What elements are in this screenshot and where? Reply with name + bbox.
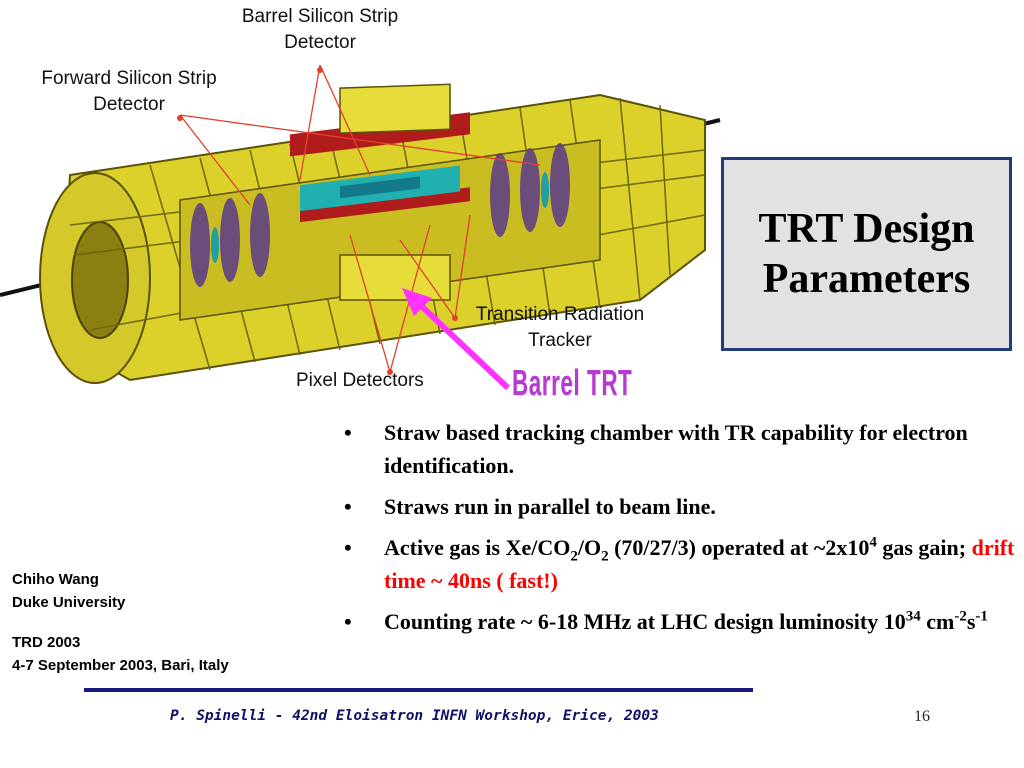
callout-lines xyxy=(179,64,541,373)
trt-label-line1: Transition Radiation xyxy=(475,304,645,325)
rate-text-3: s xyxy=(966,609,976,634)
bullet-item: • Active gas is Xe/CO2/O2 (70/27/3) oper… xyxy=(340,531,1020,597)
author-name: Chiho Wang xyxy=(12,571,99,588)
footer-text: P. Spinelli - 42nd Eloisatron INFN Works… xyxy=(170,708,659,724)
author-block: Chiho Wang Duke University xyxy=(12,568,125,614)
magenta-arrow xyxy=(402,288,511,391)
title-box: TRT Design Parameters xyxy=(721,157,1012,351)
superscript: -1 xyxy=(975,608,988,625)
author-affiliation: Duke University xyxy=(12,594,126,611)
cutaway-interior xyxy=(179,83,601,321)
bullet-text: Straw based tracking chamber with TR cap… xyxy=(384,420,968,478)
pixel-detectors-label: Pixel Detectors xyxy=(296,370,424,391)
rate-text-1: Counting rate ~ 6-18 MHz at LHC design l… xyxy=(384,609,906,634)
bullet-dot: • xyxy=(344,420,352,445)
barrel-label-line1: Barrel Silicon Strip xyxy=(241,6,399,27)
conference-name: TRD 2003 xyxy=(12,634,81,651)
bullet-dot: • xyxy=(344,494,352,519)
page-number: 16 xyxy=(914,708,930,725)
trt-label-line2: Tracker xyxy=(528,330,592,351)
bullet-text: Straws run in parallel to beam line. xyxy=(384,494,716,519)
slide-title: TRT Design Parameters xyxy=(759,204,975,304)
subscript: 2 xyxy=(570,548,578,565)
superscript: 34 xyxy=(905,608,921,625)
conference-date-place: 4-7 September 2003, Bari, Italy xyxy=(12,657,229,674)
atlas-inner-detector-illustration xyxy=(0,64,721,391)
forward-silicon-strip-label: Forward Silicon Strip Detector xyxy=(4,66,254,118)
transition-radiation-tracker-label: Transition Radiation Tracker xyxy=(425,302,695,354)
bullet-text: Active gas is Xe/CO2/O2 (70/27/3) operat… xyxy=(384,535,1014,593)
detector-figure: Barrel Silicon Strip Detector Forward Si… xyxy=(0,0,730,420)
gas-text-1: Active gas is Xe/CO xyxy=(384,535,571,560)
bullet-dot: • xyxy=(344,535,352,560)
slide-title-line2: Parameters xyxy=(762,256,971,302)
subscript: 2 xyxy=(601,548,609,565)
slide-title-line1: TRT Design xyxy=(758,206,975,252)
superscript: 4 xyxy=(869,534,877,551)
bullet-item: • Counting rate ~ 6-18 MHz at LHC design… xyxy=(340,605,1020,638)
bullet-item: • Straw based tracking chamber with TR c… xyxy=(340,416,1020,482)
footer-rule xyxy=(84,688,753,692)
barrel-trt-tag: Barrel TRT xyxy=(512,362,633,403)
forward-label-line2: Detector xyxy=(93,94,165,115)
gas-text-4: gas gain; xyxy=(876,535,972,560)
gas-text-2: /O xyxy=(577,535,602,560)
bullet-list: • Straw based tracking chamber with TR c… xyxy=(340,416,1020,646)
forward-label-line1: Forward Silicon Strip xyxy=(41,68,217,89)
bullet-dot: • xyxy=(344,609,352,634)
superscript: -2 xyxy=(954,608,967,625)
rate-text-2: cm xyxy=(920,609,955,634)
bullet-text: Counting rate ~ 6-18 MHz at LHC design l… xyxy=(384,609,988,634)
bullet-item: • Straws run in parallel to beam line. xyxy=(340,490,1020,523)
barrel-silicon-strip-label: Barrel Silicon Strip Detector xyxy=(190,4,450,56)
conference-block: TRD 2003 4-7 September 2003, Bari, Italy xyxy=(12,631,229,677)
barrel-label-line2: Detector xyxy=(284,32,356,53)
trt-barrel-module xyxy=(339,254,451,301)
drift-time-highlight: drift time ~ 40ns ( fast!) xyxy=(384,535,1015,593)
gas-text-3: (70/27/3) operated at ~2x10 xyxy=(608,535,870,560)
